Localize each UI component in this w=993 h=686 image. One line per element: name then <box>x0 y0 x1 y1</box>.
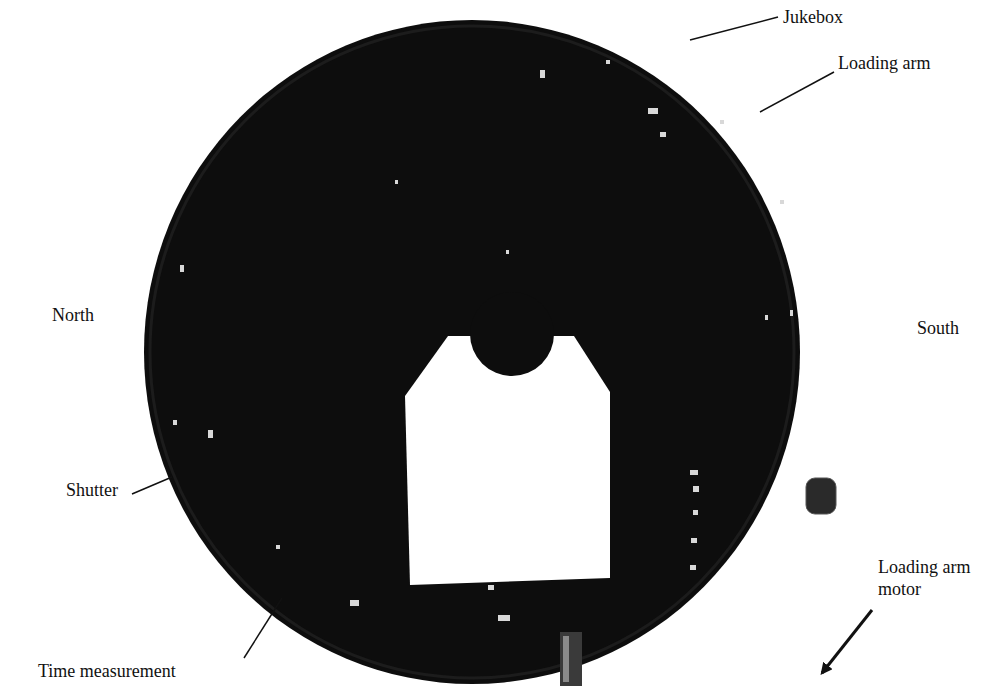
leader-lines <box>132 17 834 658</box>
motor-highlight <box>563 636 569 682</box>
part-label: North <box>52 304 94 326</box>
disk-specks <box>173 60 793 621</box>
disk-rim <box>150 26 794 678</box>
motor-cylinder <box>560 632 582 686</box>
part-label: Jukebox <box>783 6 843 28</box>
part-label: Shutter <box>66 479 118 501</box>
part-label: Loading arm <box>838 52 930 74</box>
jukebox-disk <box>144 20 800 684</box>
part-label: South <box>917 317 959 339</box>
side-knob <box>806 478 836 514</box>
hub <box>470 292 554 376</box>
part-label: Loading arm motor <box>878 556 984 600</box>
part-label: Time measurement <box>38 660 176 682</box>
motor-arrow <box>822 610 872 673</box>
